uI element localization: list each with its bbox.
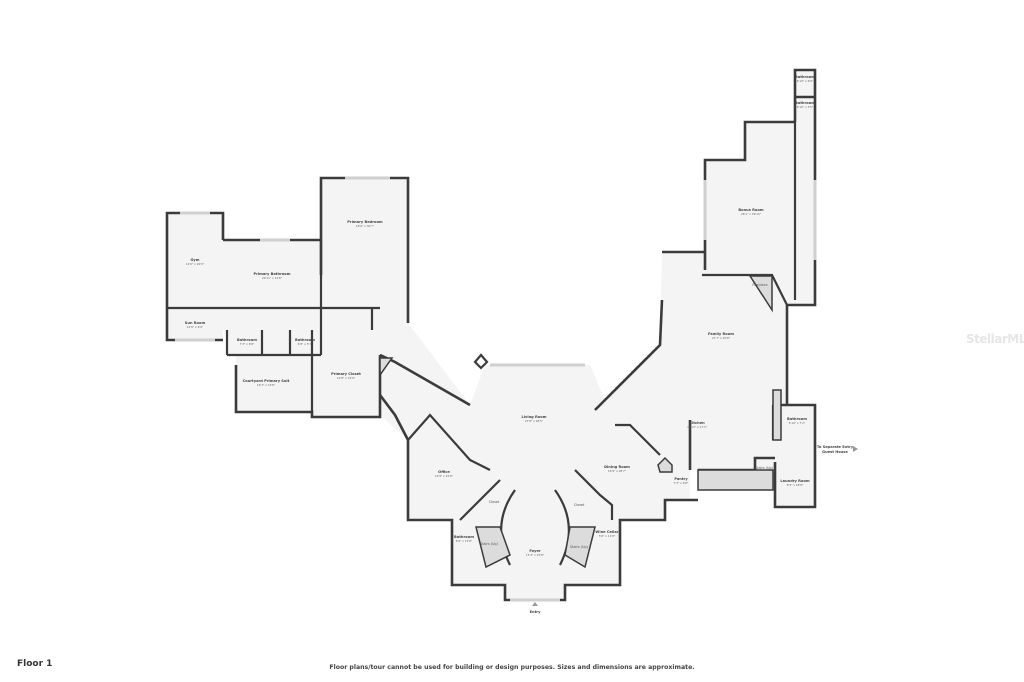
svg-text:12'6" x 20'0": 12'6" x 20'0" [186,262,205,266]
svg-text:Bonus Room: Bonus Room [738,208,763,212]
svg-text:20'11" x 14'8": 20'11" x 14'8" [262,276,283,280]
svg-text:Family Room: Family Room [708,332,734,336]
svg-text:12'6" x 6'9": 12'6" x 6'9" [187,325,204,329]
svg-text:36'11" x 17'3": 36'11" x 17'3" [687,425,708,429]
separate-entry-marker: To Separate Entry Guest House [817,445,858,454]
stairs-left-shape [475,526,511,569]
svg-text:Primary Closet: Primary Closet [331,372,361,376]
entry-arrow-icon [532,602,538,606]
closet-corner-shape [379,357,394,378]
svg-text:27'7" x 25'8": 27'7" x 25'8" [712,336,731,340]
svg-text:Laundry Room: Laundry Room [780,479,809,483]
svg-text:26'1" x 39'10": 26'1" x 39'10" [741,212,762,216]
svg-text:6'8" x 5'7": 6'8" x 5'7" [298,342,313,346]
svg-text:15'8" x 22'8": 15'8" x 22'8" [435,474,454,478]
svg-text:Courtyard Primary Suit: Courtyard Primary Suit [243,379,290,383]
svg-text:6'10" x 5'5": 6'10" x 5'5" [797,105,814,109]
svg-text:Pantry: Pantry [674,477,688,481]
kitchen-column-shape [657,456,673,473]
svg-text:Closet: Closet [489,500,500,504]
svg-text:Gym: Gym [190,258,199,262]
svg-text:5'8" x 11'8": 5'8" x 11'8" [599,534,616,538]
svg-text:16'3" x 13'8": 16'3" x 13'8" [257,383,276,387]
svg-text:Bathroom: Bathroom [795,101,815,105]
fireplace-shape [748,275,773,313]
svg-text:Dining Room: Dining Room [604,465,630,469]
svg-text:Living Room: Living Room [522,415,547,419]
svg-text:Entry: Entry [530,610,542,614]
svg-text:14'8" x 19'9": 14'8" x 19'9" [337,376,356,380]
svg-text:7'3" x 6'8": 7'3" x 6'8" [674,481,689,485]
svg-text:Guest House: Guest House [822,450,848,454]
room-closet: Closet [489,500,500,504]
entry-marker: Entry [530,602,542,614]
svg-text:27'8" x 28'5": 27'8" x 28'5" [525,419,544,423]
svg-text:Stairs (Up): Stairs (Up) [480,542,499,546]
svg-text:Closet: Closet [574,503,585,507]
room-stairs: Stairs (Up) [480,542,499,546]
svg-text:Sun Room: Sun Room [185,321,206,325]
svg-text:Bathroom: Bathroom [237,338,257,342]
svg-text:Bathroom: Bathroom [454,535,474,539]
svg-text:Primary Bedroom: Primary Bedroom [347,220,383,224]
svg-text:6'10" x 6'6": 6'10" x 6'6" [797,79,814,83]
svg-text:Fireplace: Fireplace [752,283,767,287]
room-stairs: Stairs (Up) [755,466,774,470]
svg-text:Office: Office [438,470,450,474]
svg-text:Primary Bathroom: Primary Bathroom [253,272,290,276]
room-closet: Closet [574,503,585,507]
svg-text:Kitchen: Kitchen [689,421,705,425]
disclaimer: Floor plans/tour cannot be used for buil… [329,664,695,671]
svg-text:18'6" x 30'7": 18'6" x 30'7" [356,224,375,228]
room-fireplace: Fireplace [752,283,767,287]
watermark-logo: StellarMLS [966,332,1024,346]
svg-text:Stairs (Up): Stairs (Up) [570,545,589,549]
svg-text:Bathroom: Bathroom [795,75,815,79]
svg-text:7'3" x 6'8": 7'3" x 6'8" [240,342,255,346]
stairs-kitchen-shape [697,469,774,491]
separate-entry-arrow-icon [853,446,858,452]
svg-text:Foyer: Foyer [529,549,541,553]
room-stairs: Stairs (Up) [570,545,589,549]
svg-text:Stairs (Up): Stairs (Up) [755,466,774,470]
svg-text:16'9" x 28'7": 16'9" x 28'7" [608,469,627,473]
svg-text:8'3" x 18'8": 8'3" x 18'8" [787,483,804,487]
floor-label: Floor 1 [17,659,53,669]
stairs-right-shape [564,526,596,569]
svg-text:Bathroom: Bathroom [787,417,807,421]
bath-vanity-shape [772,389,782,441]
svg-text:Bathroom: Bathroom [295,338,315,342]
windows [175,176,817,602]
svg-text:15'3" x 23'8": 15'3" x 23'8" [526,553,545,557]
svg-text:Wine Cellar: Wine Cellar [595,530,618,534]
svg-text:To Separate Entry: To Separate Entry [817,445,854,449]
svg-text:6'8" x 12'8": 6'8" x 12'8" [456,539,473,543]
svg-text:6'10" x 7'2": 6'10" x 7'2" [789,421,806,425]
